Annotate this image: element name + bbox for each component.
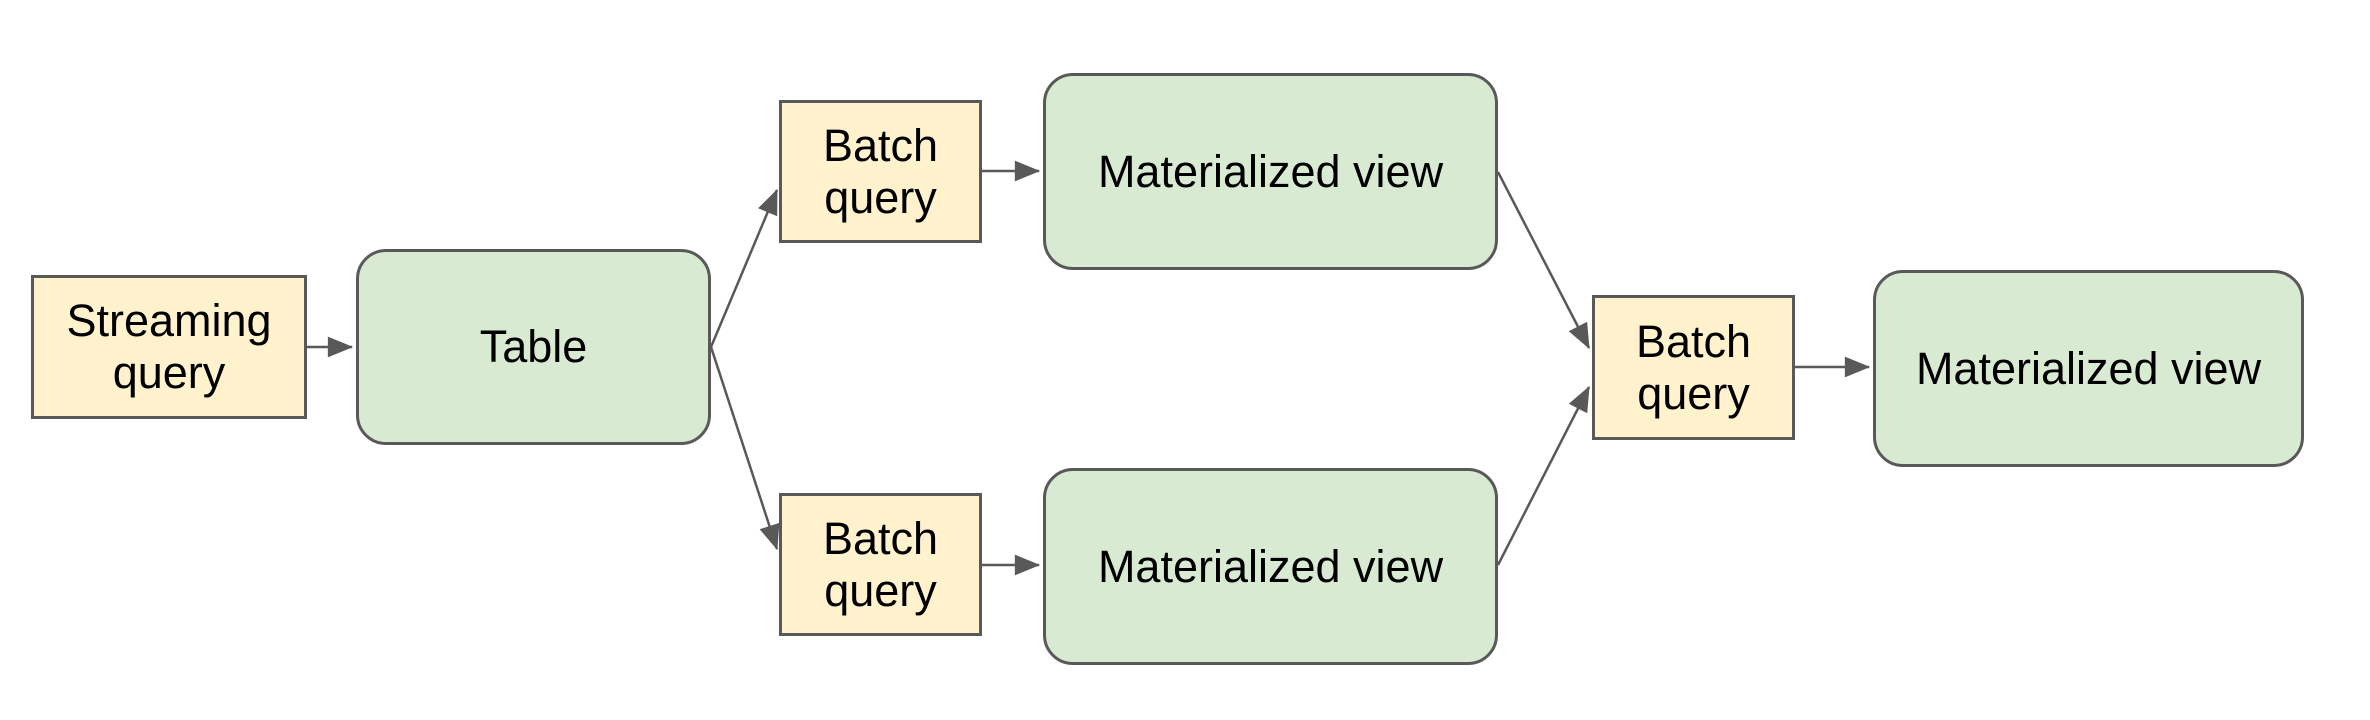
node-batch-query-center: Batch query <box>1592 295 1795 440</box>
node-batch-query-bottom: Batch query <box>779 493 982 636</box>
node-streaming-query: Streaming query <box>31 275 307 419</box>
node-table: Table <box>356 249 711 445</box>
edge-table-to-batch-query-top <box>709 188 779 348</box>
node-materialized-view-final: Materialized view <box>1873 270 2304 467</box>
node-materialized-view-bottom: Materialized view <box>1043 468 1498 665</box>
edge-table-to-batch-query-bottom <box>709 346 780 551</box>
edge-mv-top-to-batch-query-center <box>1496 171 1591 350</box>
edge-mv-bottom-to-batch-query-center <box>1496 385 1591 566</box>
node-materialized-view-top: Materialized view <box>1043 73 1498 270</box>
node-batch-query-top: Batch query <box>779 100 982 243</box>
